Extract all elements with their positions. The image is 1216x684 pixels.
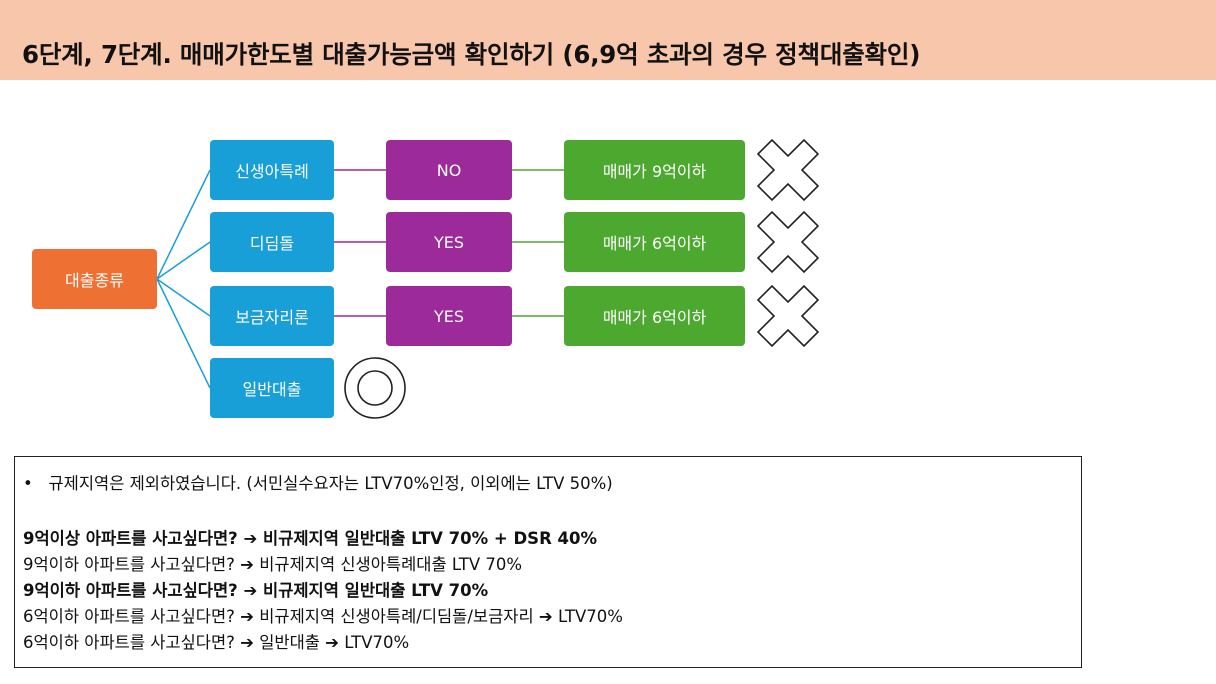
title-bar: 6단계, 7단계. 매매가한도별 대출가능금액 확인하기 (6,9억 초과의 경… bbox=[0, 0, 1216, 80]
connector-root-to-ilban bbox=[156, 278, 211, 389]
note-line-1: • 규제지역은 제외하였습니다. (서민실수요자는 LTV70%인정, 이외에는… bbox=[23, 470, 613, 494]
answer-node-label: YES bbox=[433, 306, 465, 326]
condition-node-label: 매매가 9억이하 bbox=[602, 162, 707, 181]
note-line-2: 9억이상 아파트를 사고싶다면? ➔ 비규제지역 일반대출 LTV 70% + … bbox=[23, 529, 598, 548]
circle-mark-icon bbox=[344, 357, 406, 419]
note-line-4: 9억이하 아파트를 사고싶다면? ➔ 비규제지역 일반대출 LTV 70% bbox=[23, 581, 489, 600]
condition-node-label: 매매가 6억이하 bbox=[602, 234, 707, 253]
connector-root-to-didimdol bbox=[156, 241, 211, 280]
note-line-5: 6억이하 아파트를 사고싶다면? ➔ 비규제지역 신생아특례/디딤돌/보금자리 … bbox=[23, 607, 623, 626]
answer-node-label: YES bbox=[433, 232, 465, 252]
condition-node-label: 매매가 6억이하 bbox=[602, 308, 707, 327]
connector-root-to-sinsaenga bbox=[156, 169, 211, 280]
x-mark-icon bbox=[756, 138, 820, 202]
answer-node-sinsaenga: NO bbox=[386, 140, 512, 200]
x-mark-icon bbox=[756, 284, 820, 348]
loan-node-label: 디딤돌 bbox=[249, 234, 295, 253]
bullet: • bbox=[23, 474, 33, 493]
connector-root-to-bogeumjari bbox=[156, 278, 211, 317]
x-mark-icon bbox=[756, 210, 820, 274]
loan-node-ilban: 일반대출 bbox=[210, 358, 334, 418]
loan-node-label: 신생아특례 bbox=[235, 162, 309, 181]
loan-node-label: 일반대출 bbox=[242, 380, 302, 399]
note-line-3: 9억이하 아파트를 사고싶다면? ➔ 비규제지역 신생아특례대출 LTV 70% bbox=[23, 555, 523, 574]
condition-node-sinsaenga: 매매가 9억이하 bbox=[564, 140, 745, 200]
notes-box: • 규제지역은 제외하였습니다. (서민실수요자는 LTV70%인정, 이외에는… bbox=[14, 456, 1082, 668]
answer-node-label: NO bbox=[436, 160, 462, 180]
answer-node-didimdol: YES bbox=[386, 212, 512, 272]
page-title: 6단계, 7단계. 매매가한도별 대출가능금액 확인하기 (6,9억 초과의 경… bbox=[22, 40, 921, 69]
note-line-6: 6억이하 아파트를 사고싶다면? ➔ 일반대출 ➔ LTV70% bbox=[23, 633, 410, 652]
note-text: 규제지역은 제외하였습니다. (서민실수요자는 LTV70%인정, 이외에는 L… bbox=[48, 474, 613, 493]
loan-node-bogeumjari: 보금자리론 bbox=[210, 286, 334, 346]
condition-node-didimdol: 매매가 6억이하 bbox=[564, 212, 745, 272]
root-node-label: 대출종류 bbox=[65, 271, 124, 290]
condition-node-bogeumjari: 매매가 6억이하 bbox=[564, 286, 745, 346]
loan-node-sinsaenga: 신생아특례 bbox=[210, 140, 334, 200]
answer-node-bogeumjari: YES bbox=[386, 286, 512, 346]
root-node-loan-types: 대출종류 bbox=[32, 249, 157, 309]
loan-node-label: 보금자리론 bbox=[235, 308, 309, 327]
loan-node-didimdol: 디딤돌 bbox=[210, 212, 334, 272]
